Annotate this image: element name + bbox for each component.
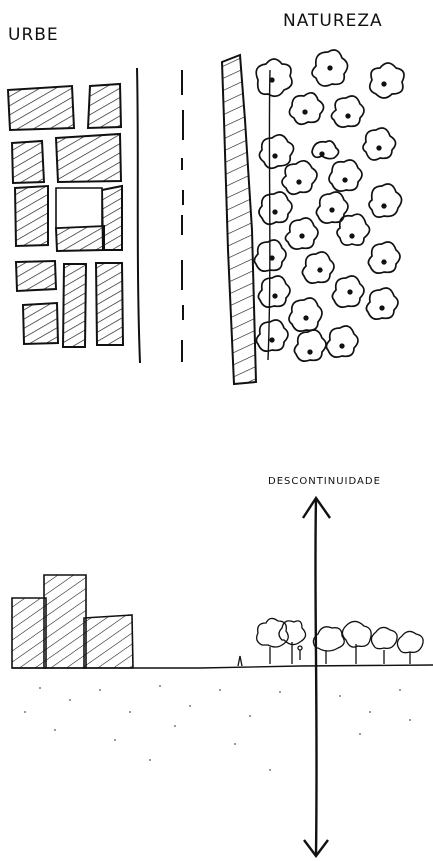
natureza-label: NATUREZA bbox=[283, 11, 383, 31]
tree bbox=[302, 252, 334, 283]
building bbox=[84, 615, 133, 668]
descontinuidade-label: DESCONTINUIDADE bbox=[268, 476, 381, 487]
city-block bbox=[88, 84, 121, 128]
tree bbox=[337, 214, 370, 245]
city-block bbox=[12, 141, 44, 183]
buildings-section bbox=[12, 575, 133, 668]
urbe-label: URBE bbox=[8, 25, 59, 45]
trees-plan bbox=[254, 50, 404, 361]
tree bbox=[397, 631, 423, 664]
tree bbox=[366, 288, 398, 319]
wall-edge-line bbox=[268, 70, 270, 360]
tree bbox=[285, 218, 318, 249]
tree bbox=[312, 50, 348, 86]
tree bbox=[313, 627, 344, 664]
tree bbox=[312, 141, 339, 159]
city-block bbox=[15, 186, 48, 246]
tree bbox=[289, 93, 323, 124]
courtyard bbox=[56, 188, 102, 228]
section-view: DESCONTINUIDADE bbox=[12, 476, 433, 856]
person bbox=[298, 646, 302, 660]
trees-section bbox=[238, 618, 423, 666]
tree bbox=[257, 618, 289, 664]
city-block bbox=[56, 226, 104, 251]
tree bbox=[259, 135, 293, 168]
city-block bbox=[56, 134, 121, 182]
arrow-shaft bbox=[315, 498, 316, 855]
tree bbox=[371, 627, 397, 664]
hatched-wall bbox=[222, 55, 256, 384]
tree bbox=[258, 276, 290, 307]
road bbox=[137, 68, 183, 363]
road-edge-left bbox=[137, 68, 140, 363]
tree bbox=[259, 192, 292, 224]
tree bbox=[329, 160, 362, 191]
city-block bbox=[102, 186, 122, 250]
tree bbox=[331, 96, 364, 127]
tree bbox=[369, 184, 402, 217]
tree bbox=[370, 63, 404, 98]
tree bbox=[368, 242, 400, 273]
tree bbox=[363, 128, 396, 160]
tree bbox=[282, 161, 317, 194]
tree bbox=[342, 621, 371, 664]
tree bbox=[332, 276, 364, 307]
tree bbox=[294, 330, 326, 361]
plan-view: URBE NATUREZA bbox=[8, 11, 404, 384]
tree bbox=[289, 298, 322, 331]
city-block bbox=[23, 303, 58, 344]
discontinuity-arrow bbox=[303, 498, 330, 856]
ground-texture bbox=[24, 685, 411, 771]
tree bbox=[326, 326, 358, 357]
tree bbox=[279, 621, 306, 664]
tree bbox=[256, 59, 292, 96]
city-block bbox=[16, 261, 56, 291]
tree bbox=[256, 320, 288, 351]
small-shrub bbox=[238, 656, 242, 666]
building bbox=[12, 598, 46, 668]
tree bbox=[316, 192, 348, 223]
city-block bbox=[8, 86, 74, 130]
city-block bbox=[63, 264, 86, 347]
city-block bbox=[96, 263, 123, 345]
building bbox=[44, 575, 86, 668]
road-centerline bbox=[182, 70, 183, 362]
